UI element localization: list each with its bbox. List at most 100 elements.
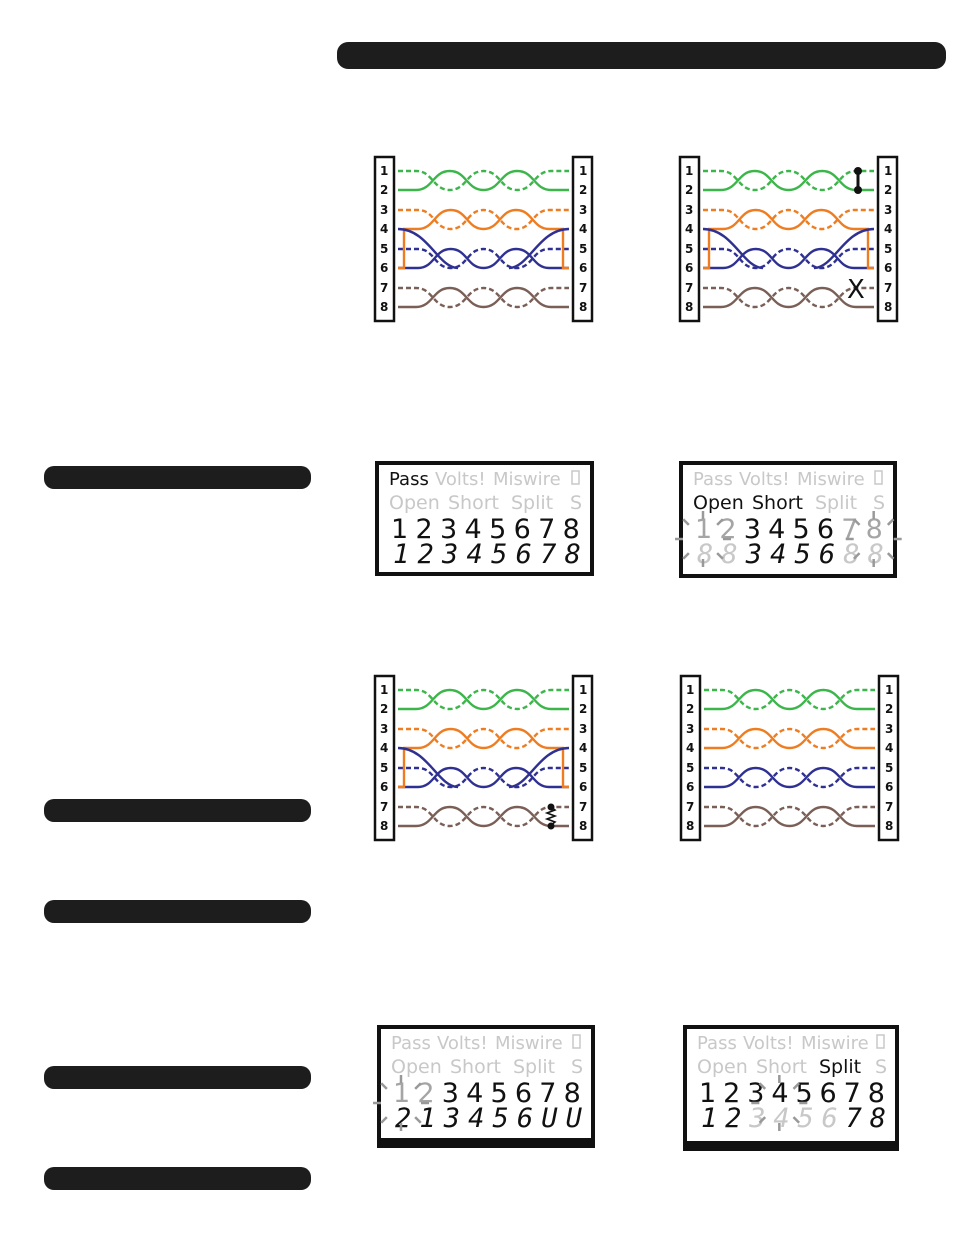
brown-dashed-wire: [398, 805, 569, 828]
pin-label-left: 2: [685, 183, 693, 197]
blue-solid-wire: [703, 247, 874, 270]
lcd-top-digit: 7: [538, 514, 555, 545]
lcd-top-digit: 8: [564, 1078, 581, 1109]
lcd-indicator: Volts!: [437, 1033, 488, 1054]
connector-left: [373, 155, 396, 323]
blink-ray: [853, 518, 861, 526]
lcd-bottom-digit: 7: [540, 539, 556, 570]
pin-label-left: 6: [686, 780, 694, 794]
brown-solid-wire: [398, 805, 569, 828]
lcd-indicator: Volts!: [435, 469, 486, 490]
lcd-bottom-digit: 6: [819, 539, 835, 570]
pin-label-right: 2: [884, 183, 892, 197]
lcd-bottom-digit: 2: [395, 1103, 411, 1134]
pin-label-right: 3: [884, 203, 892, 217]
pin-label-right: 4: [885, 741, 893, 755]
pin-label-left: 2: [686, 702, 694, 716]
pin-label-left: 6: [380, 261, 388, 275]
pin-label-left: 5: [686, 761, 694, 775]
lcd-top-digit: 2: [416, 514, 433, 545]
pin-label-left: 2: [380, 183, 388, 197]
lcd-top-digit: 6: [820, 1078, 837, 1109]
connector-right: [571, 155, 594, 323]
lcd-bottom-digit: 5: [797, 1103, 813, 1134]
lcd-top-digit: 1: [699, 1078, 716, 1109]
pin-label-left: 1: [380, 164, 388, 178]
pin-label-right: 6: [579, 780, 587, 794]
lcd-bottom-digit: 3: [441, 539, 458, 570]
lcd-indicator: Volts!: [743, 1033, 794, 1054]
pin-label-right: 8: [884, 300, 892, 314]
blue-crossover-left: [397, 227, 459, 270]
lcd-top-digit: 1: [695, 514, 712, 545]
lcd-indicator: S: [873, 492, 885, 514]
pin-label-right: 5: [579, 242, 587, 256]
lcd-indicator: Open: [391, 1056, 442, 1078]
blink-ray: [380, 1082, 388, 1090]
lcd-bottom-digit: 3: [745, 539, 762, 570]
lcd-indicator: Short: [752, 492, 803, 514]
lcd-indicator: Pass: [389, 469, 429, 490]
lcd-top-digit: 2: [723, 1078, 740, 1109]
pin-label-right: 7: [579, 800, 587, 814]
pin-label-left: 5: [685, 242, 693, 256]
lcd-top-digit: 3: [440, 514, 457, 545]
lcd-indicator: Miswire: [801, 1033, 869, 1054]
orange-solid-wire: [398, 208, 569, 270]
pin-label-left: 7: [380, 800, 388, 814]
open-mark: X: [847, 275, 865, 305]
lcd-bottom-digit: 2: [725, 1103, 741, 1134]
pin-label-right: 1: [885, 683, 893, 697]
lcd-top-digit: 5: [793, 514, 810, 545]
pin-label-left: 4: [685, 222, 693, 236]
connector-left: [373, 674, 396, 842]
short-dot: [854, 167, 862, 175]
connector-right: [876, 155, 899, 323]
pin-label-left: 6: [685, 261, 693, 275]
blue-dashed-wire: [704, 766, 875, 789]
lcd-indicator: Open: [389, 492, 440, 514]
lcd-indicator: Split: [819, 1056, 861, 1078]
pin-label-right: 3: [579, 722, 587, 736]
pin-label-left: 3: [380, 203, 388, 217]
lcd-indicator: Split: [513, 1056, 555, 1078]
pin-label-right: 1: [884, 164, 892, 178]
pin-label-left: 5: [380, 761, 388, 775]
sidebar-heading-bar-4: [44, 1066, 311, 1089]
short-dot: [854, 186, 862, 194]
blink-ray: [886, 518, 895, 526]
blue-solid-wire: [398, 766, 569, 789]
lcd-bottom-digit: U: [566, 1103, 583, 1134]
blink-ray: [682, 552, 690, 560]
pin-label-right: 3: [579, 203, 587, 217]
lcd-bottom-digit: 3: [443, 1103, 460, 1134]
blink-ray: [853, 552, 861, 560]
blink-ray: [758, 1116, 767, 1124]
lcd-top-digit: 1: [391, 514, 408, 545]
lcd-bottom-digit: 4: [468, 1103, 484, 1134]
lcd-bottom-digit: 8: [565, 539, 581, 570]
pin-label-right: 7: [885, 800, 893, 814]
pin-label-right: 8: [579, 819, 587, 833]
lcd-top-digit: 4: [768, 514, 785, 545]
lcd-top-digit: 2: [417, 1078, 434, 1109]
pin-label-left: 1: [686, 683, 694, 697]
green-solid-wire: [704, 688, 875, 711]
lcd-indicator: S: [570, 492, 582, 514]
brown-solid-wire: [704, 805, 875, 828]
blink-ray: [716, 518, 724, 526]
pin-label-left: 8: [685, 300, 693, 314]
green-dashed-wire: [398, 688, 569, 711]
lcd-top-digit: 3: [442, 1078, 459, 1109]
blue-crossover-right: [508, 227, 570, 270]
blue-dashed-wire: [398, 247, 569, 270]
lcd-bottom-digit: 3: [748, 1103, 765, 1134]
lcd-bottom-digit: 8: [843, 539, 859, 570]
lcd-indicator: S: [571, 1056, 583, 1078]
pin-label-right: 4: [884, 222, 892, 236]
lcd-bottom-digit: 2: [418, 539, 434, 570]
lcd-indicator: Pass: [391, 1033, 431, 1054]
orange-solid-wire: [704, 727, 875, 750]
lcd-top-digit: 6: [515, 1078, 532, 1109]
